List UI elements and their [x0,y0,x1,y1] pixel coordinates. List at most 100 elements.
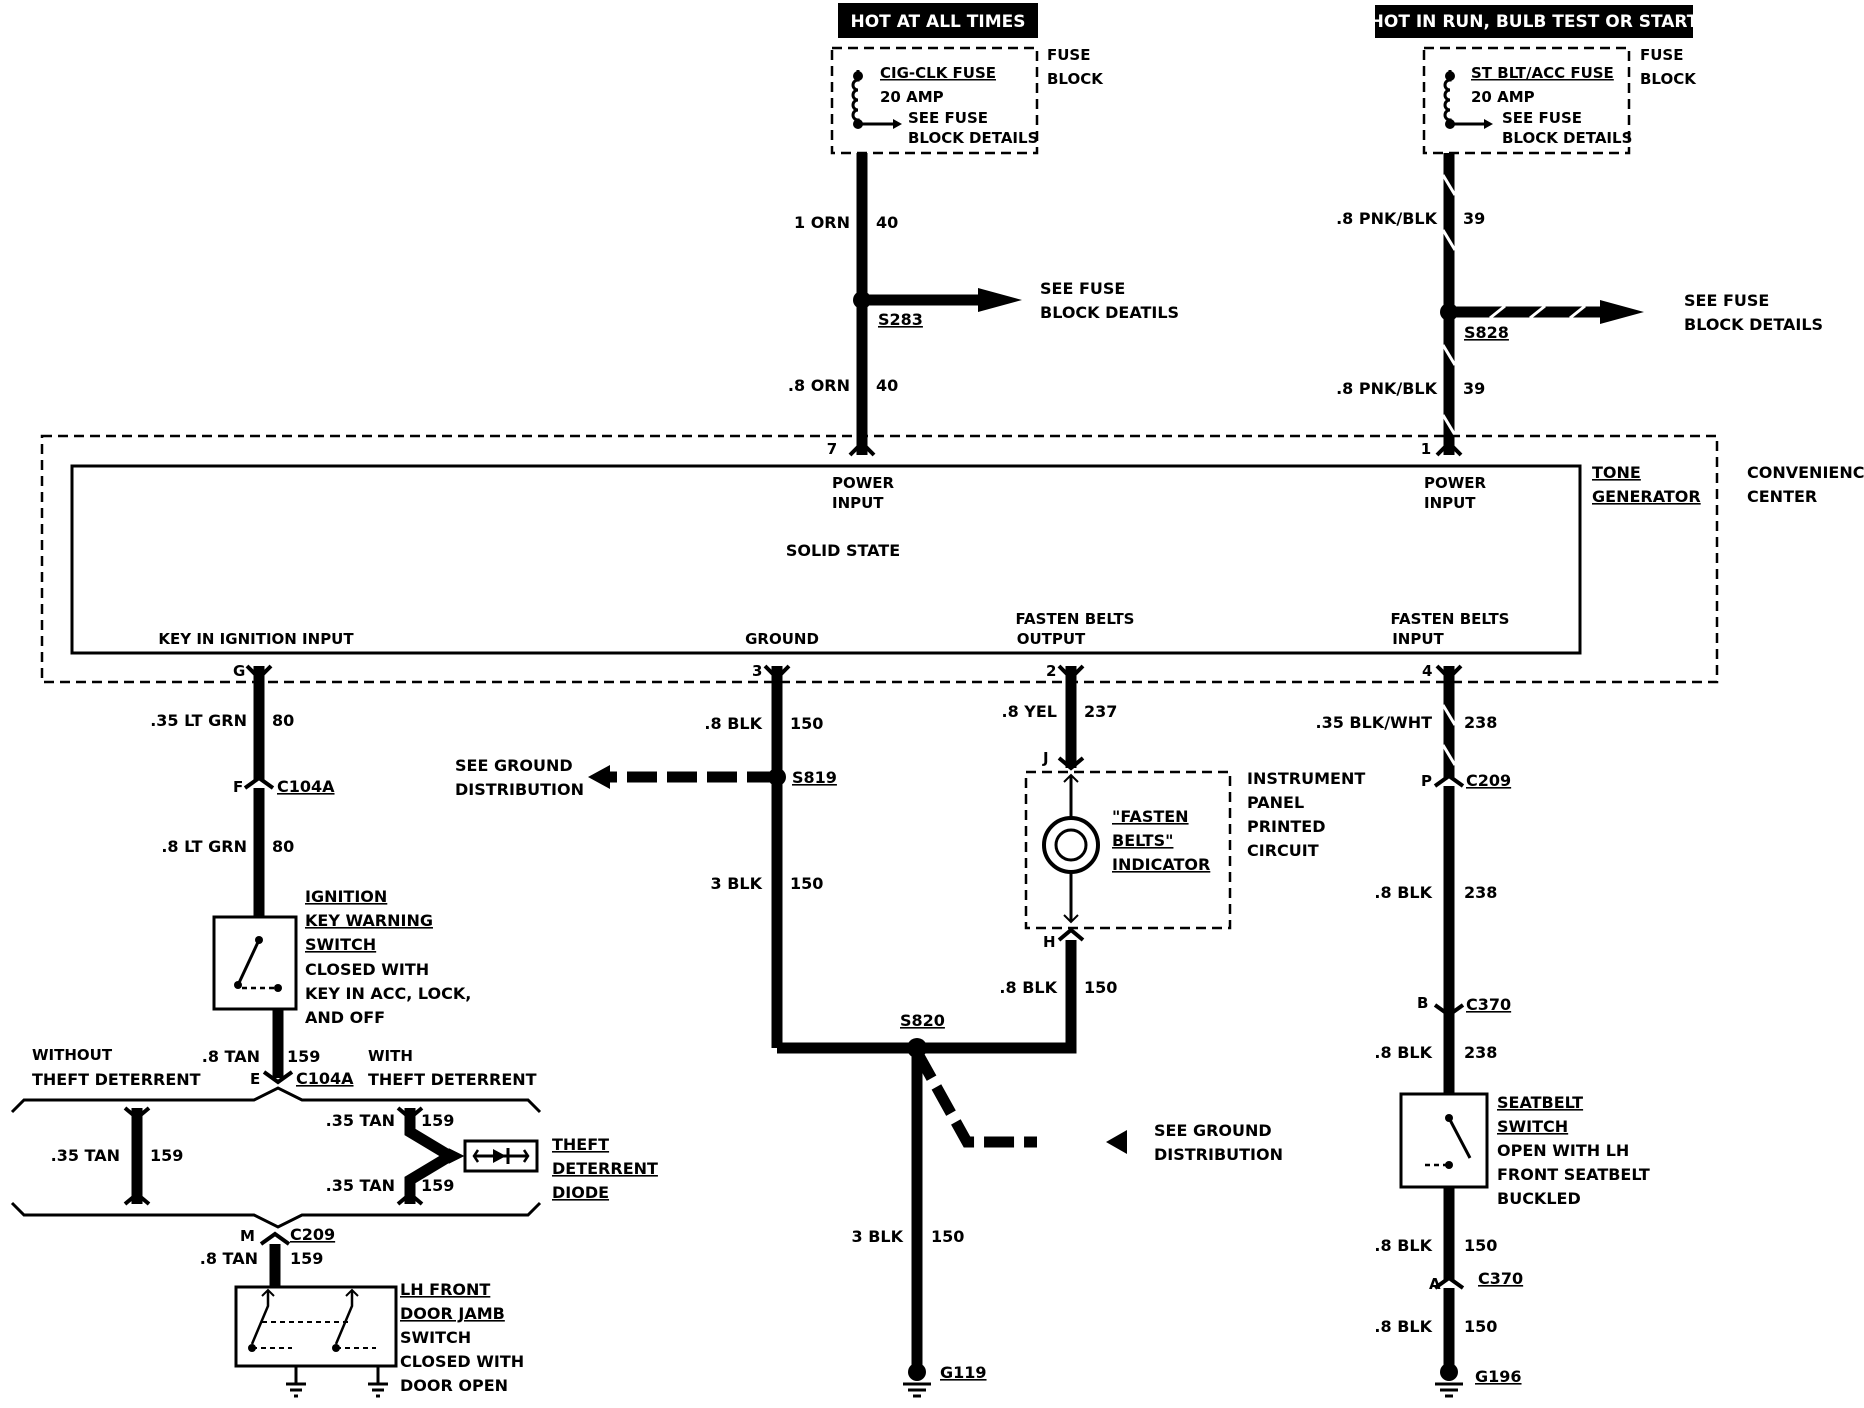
wires-w-pnk1-gauge-label: .8 PNK/BLK [1336,209,1438,228]
seatbelt-switch-l5-label: BUCKLED [1497,1189,1581,1208]
ground-g119: G119 [940,1363,987,1382]
wires-w-8yel-gauge-label: .8 YEL [1002,702,1058,721]
wires-w-8tan-b-gauge-label: .8 TAN [200,1249,258,1268]
module-conv2-label: CENTER [1747,487,1817,506]
theft-with1-label: WITH [368,1047,413,1065]
header-hot-at-all-times: HOT AT ALL TIMES [838,3,1038,38]
indicator-ip2-label: PANEL [1247,793,1304,812]
splices-s283-label: S283 [878,310,923,329]
wires-w-ltgrn8-circuit-label: 80 [272,837,294,856]
connector-c370-b [1433,1003,1465,1018]
module-fb-out1-label: FASTEN BELTS [1016,610,1135,628]
theft-without1-label: WITHOUT [32,1046,113,1064]
theft-with2-label: THEFT DETERRENT [368,1070,537,1089]
ignition-switch-l2-label: KEY WARNING [305,911,433,930]
fuse-block-left: CIG-CLK FUSE 20 AMP SEE FUSE BLOCK DETAI… [830,46,1038,155]
module-fb-in2-label: INPUT [1392,630,1444,648]
seatbelt-switch-l2-label: SWITCH [1497,1117,1568,1136]
wires-w-pnk2-gauge-label: .8 PNK/BLK [1336,379,1438,398]
solid-state-label: SOLID STATE [786,541,900,560]
connector-c104a-f [243,775,275,790]
ignition-switch-l6-label: AND OFF [305,1008,385,1027]
connectors-c104a-f-label: C104A [277,777,335,796]
module-pin6-label: G [233,662,245,680]
ignition-switch-l3-label: SWITCH [305,935,376,954]
module-power-input-l2-label: INPUT [832,494,884,512]
wires-w-8blk-150a-circuit-label: 150 [1464,1236,1497,1255]
connector-j [1057,756,1085,771]
wires-w-1orn-gauge-label: 1 ORN [794,213,850,232]
indicator-ip1-label: INSTRUMENT [1247,769,1365,788]
module-ground-label: GROUND [745,630,819,648]
module-pin4-label: 4 [1422,662,1432,680]
door-switch-l1-label: LH FRONT [400,1280,490,1299]
connector-c209-m [259,1231,291,1246]
connectors-c209-p-pin-label: P [1421,772,1432,790]
splices-s820-label: S820 [900,1011,945,1030]
wires-w-3blk-a-circuit-label: 150 [790,874,823,893]
wires-w-8orn-gauge-label: .8 ORN [788,376,850,395]
indicator-l2-label: BELTS" [1112,831,1173,850]
splices-s828-label: S828 [1464,323,1509,342]
seatbelt-switch [1399,1092,1489,1189]
module-pin3-label: 3 [752,662,762,680]
seatbelt-switch-l1-label: SEATBELT [1497,1093,1583,1112]
see-ground-a2-label: DISTRIBUTION [455,780,584,799]
theft-diode1-label: THEFT [552,1135,609,1154]
wires-w-8blk-150b-gauge-label: .8 BLK [1374,1317,1432,1336]
module-pin1-label: 1 [1421,440,1431,458]
seatbelt-switch-l3-label: OPEN WITH LH [1497,1141,1629,1160]
indicator-l1-label: "FASTEN [1112,807,1189,826]
connectors-c104a-f-pin-label: F [233,778,243,796]
wires-w-8blk-150b-circuit-label: 150 [1464,1317,1497,1336]
see-ground-b2-label: DISTRIBUTION [1154,1145,1283,1164]
fuse-block-label-right: FUSE [1640,46,1683,64]
wires-w-8orn-circuit-label: 40 [876,376,898,395]
wires-w-35tan-r2-circuit-label: 159 [421,1176,454,1195]
indicator-ip3-label: PRINTED [1247,817,1326,836]
wires-w-35tan-r1-circuit-label: 159 [421,1111,454,1130]
connector-c104a-e [262,1070,294,1085]
arrow-right-icon [1600,300,1644,324]
module-power-input-r1-label: POWER [1424,474,1487,492]
module-pin2-label: 2 [1046,662,1056,680]
see-fuse-right1-label: SEE FUSE [1684,291,1769,310]
connectors-c209-p-label: C209 [1466,771,1511,790]
fuses-block-label2-label: BLOCK [1640,70,1697,88]
wires-w-35tan-r2-gauge-label: .35 TAN [326,1176,395,1195]
wires-w-8blk-238b-circuit-label: 238 [1464,1043,1497,1062]
fuses-block-label2-label: BLOCK [1047,70,1104,88]
ground-icon [903,1382,931,1398]
fuse-right-rating: 20 AMP [1471,88,1535,106]
instrument-panel-outline [1024,770,1232,930]
wires-w-8yel-circuit-label: 237 [1084,702,1117,721]
fuse-block-right: ST BLT/ACC FUSE 20 AMP SEE FUSE BLOCK DE… [1422,46,1632,155]
see-fuse-left1-label: SEE FUSE [1040,279,1125,298]
fuse-left-name: CIG-CLK FUSE [880,64,996,82]
wires-w-8blk-h-circuit-label: 150 [1084,978,1117,997]
arrow-right-icon [978,288,1022,312]
splices-s819-label: S819 [792,768,837,787]
headers-hot-in-run-label: HOT IN RUN, BULB TEST OR START [1370,12,1699,32]
wires-w-8blk-238a-circuit-label: 238 [1464,883,1497,902]
module-power-input-r2-label: INPUT [1424,494,1476,512]
arrow-left-icon [1106,1130,1127,1154]
convenience-center-label: CONVENIENCE [1747,463,1864,482]
connectors-c370-a-label: C370 [1478,1269,1523,1288]
tone-generator-label: TONE [1592,463,1641,482]
door-switch-l4-label: CLOSED WITH [400,1352,524,1371]
header-hot-in-run: HOT IN RUN, BULB TEST OR START [1370,5,1699,38]
ignition-key-warning-switch [212,915,298,1011]
module-fb-in1-label: FASTEN BELTS [1391,610,1510,628]
wires-w-8tan-b-circuit-label: 159 [290,1249,323,1268]
ground-icon [286,1382,306,1398]
door-switch-l5-label: DOOR OPEN [400,1376,508,1395]
wires-w-3blk-a-gauge-label: 3 BLK [711,874,763,893]
door-switch-l3-label: SWITCH [400,1328,471,1347]
wires-w-35tan-l-circuit-label: 159 [150,1146,183,1165]
ground-g196: G196 [1475,1367,1522,1386]
theft-deterrent-diode [463,1139,539,1173]
fuses-left-see1-label: SEE FUSE [908,109,988,127]
lh-front-door-jamb-switch [234,1285,398,1384]
